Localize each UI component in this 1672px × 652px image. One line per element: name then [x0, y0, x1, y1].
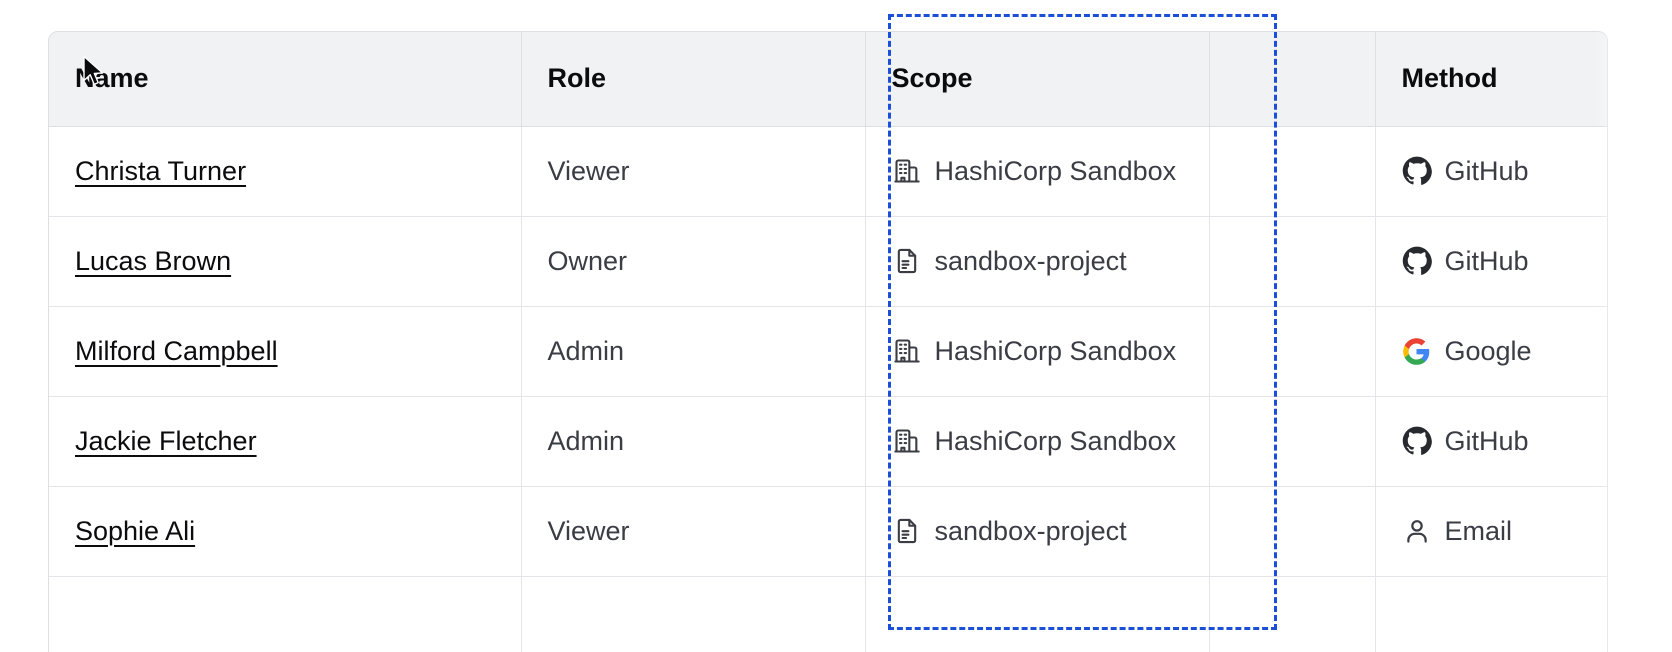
- cell-scope: [865, 576, 1210, 652]
- project-file-icon: [892, 246, 922, 276]
- scope-label: HashiCorp Sandbox: [934, 155, 1177, 186]
- column-header-role[interactable]: Role: [521, 32, 866, 127]
- google-icon: [1402, 336, 1432, 366]
- cell-blank: [1209, 306, 1376, 397]
- scope-label: HashiCorp Sandbox: [934, 425, 1177, 456]
- table-header-row: Name Role Scope Method: [49, 32, 1607, 127]
- members-table-container: Name Role Scope Method Christa Turner Vi…: [48, 31, 1608, 652]
- method-label: GitHub: [1444, 425, 1529, 456]
- member-name-link[interactable]: Jackie Fletcher: [75, 425, 257, 456]
- cell-scope: HashiCorp Sandbox: [865, 126, 1210, 217]
- cell-name: Christa Turner: [49, 126, 522, 217]
- cell-blank: [1209, 216, 1376, 307]
- scope-label: sandbox-project: [934, 515, 1127, 546]
- cell-name: Sophie Ali: [49, 486, 522, 577]
- table-row: [49, 576, 1607, 652]
- column-header-name[interactable]: Name: [49, 32, 522, 127]
- column-header-method[interactable]: Method: [1375, 32, 1607, 127]
- github-icon: [1402, 426, 1432, 456]
- table-row: Christa Turner Viewer: [49, 126, 1607, 217]
- cell-blank: [1209, 396, 1376, 487]
- method-label: Google: [1444, 335, 1532, 366]
- table-row: Sophie Ali Viewer sa: [49, 486, 1607, 577]
- cell-name: Milford Campbell: [49, 306, 522, 397]
- cell-name: [49, 576, 522, 652]
- cell-method: GitHub: [1375, 126, 1607, 217]
- cell-role: Owner: [521, 216, 866, 307]
- member-name-link[interactable]: Lucas Brown: [75, 245, 232, 276]
- method-label: GitHub: [1444, 245, 1529, 276]
- scope-label: HashiCorp Sandbox: [934, 335, 1177, 366]
- table-body: Christa Turner Viewer: [49, 126, 1607, 652]
- organization-building-icon: [892, 426, 922, 456]
- method-label: Email: [1444, 515, 1513, 546]
- project-file-icon: [892, 516, 922, 546]
- cell-role: Viewer: [521, 486, 866, 577]
- cell-name: Lucas Brown: [49, 216, 522, 307]
- cell-role: [521, 576, 866, 652]
- cell-scope: HashiCorp Sandbox: [865, 396, 1210, 487]
- cell-blank: [1209, 126, 1376, 217]
- github-icon: [1402, 246, 1432, 276]
- column-header-scope[interactable]: Scope: [865, 32, 1210, 127]
- user-person-icon: [1402, 516, 1432, 546]
- members-table: Name Role Scope Method Christa Turner Vi…: [49, 32, 1607, 652]
- cell-method: GitHub: [1375, 216, 1607, 307]
- cell-method: Email: [1375, 486, 1607, 577]
- cell-role: Admin: [521, 396, 866, 487]
- method-label: GitHub: [1444, 155, 1529, 186]
- cell-blank: [1209, 576, 1376, 652]
- cell-method: Google: [1375, 306, 1607, 397]
- cell-scope: sandbox-project: [865, 216, 1210, 307]
- github-icon: [1402, 156, 1432, 186]
- member-name-link[interactable]: Milford Campbell: [75, 335, 278, 366]
- cell-scope: sandbox-project: [865, 486, 1210, 577]
- cell-method: [1375, 576, 1607, 652]
- member-name-link[interactable]: Sophie Ali: [75, 515, 196, 546]
- organization-building-icon: [892, 336, 922, 366]
- table-row: Jackie Fletcher Admin: [49, 396, 1607, 487]
- cell-name: Jackie Fletcher: [49, 396, 522, 487]
- column-header-blank: [1209, 32, 1376, 127]
- cell-blank: [1209, 486, 1376, 577]
- cell-method: GitHub: [1375, 396, 1607, 487]
- organization-building-icon: [892, 156, 922, 186]
- cell-scope: HashiCorp Sandbox: [865, 306, 1210, 397]
- table-header: Name Role Scope Method: [49, 32, 1607, 127]
- table-row: Lucas Brown Owner sa: [49, 216, 1607, 307]
- scope-label: sandbox-project: [934, 245, 1127, 276]
- table-row: Milford Campbell Admin: [49, 306, 1607, 397]
- member-name-link[interactable]: Christa Turner: [75, 155, 247, 186]
- cell-role: Viewer: [521, 126, 866, 217]
- cell-role: Admin: [521, 306, 866, 397]
